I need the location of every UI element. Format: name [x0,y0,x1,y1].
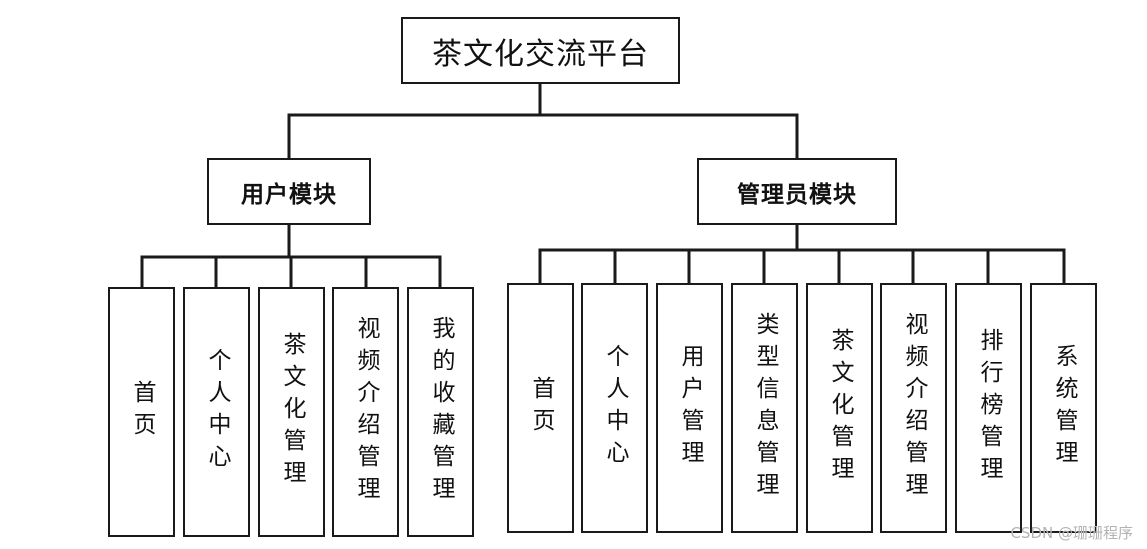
admin-leaf-video-intro: 视频介绍管理 [880,283,947,533]
leaf-label: 个人中心 [602,344,628,472]
admin-leaf-type-info: 类型信息管理 [731,283,798,533]
leaf-label: 首页 [528,376,554,440]
user-leaf-personal-center: 个人中心 [183,287,250,537]
leaf-label: 茶文化管理 [827,328,853,488]
admin-leaf-personal-center: 个人中心 [581,283,648,533]
user-leaf-home: 首页 [108,287,175,537]
module-node-admin: 管理员模块 [697,158,897,225]
leaf-label: 视频介绍管理 [901,312,927,504]
admin-leaf-tea-culture: 茶文化管理 [806,283,873,533]
watermark: CSDN @珊珊程序 [1010,524,1133,542]
module-node-user: 用户模块 [207,158,371,225]
leaf-label: 视频介绍管理 [353,316,379,508]
user-leaf-video-intro: 视频介绍管理 [332,287,399,537]
user-leaf-tea-culture: 茶文化管理 [258,287,325,537]
admin-leaf-home: 首页 [507,283,574,533]
leaf-label: 系统管理 [1051,344,1077,472]
root-node: 茶文化交流平台 [401,17,680,84]
module-label-user: 用户模块 [241,181,337,208]
leaf-label: 用户管理 [677,344,703,472]
admin-leaf-user-mgmt: 用户管理 [656,283,723,533]
leaf-label: 排行榜管理 [976,328,1002,488]
leaf-label: 茶文化管理 [279,332,305,492]
leaf-label: 个人中心 [204,348,230,476]
leaf-label: 我的收藏管理 [428,316,454,508]
leaf-label: 类型信息管理 [752,312,778,504]
leaf-label: 首页 [129,380,155,444]
root-label: 茶文化交流平台 [432,36,649,72]
admin-leaf-system: 系统管理 [1030,283,1097,533]
admin-leaf-ranking: 排行榜管理 [955,283,1022,533]
user-leaf-favorites: 我的收藏管理 [407,287,474,537]
module-label-admin: 管理员模块 [737,181,857,208]
